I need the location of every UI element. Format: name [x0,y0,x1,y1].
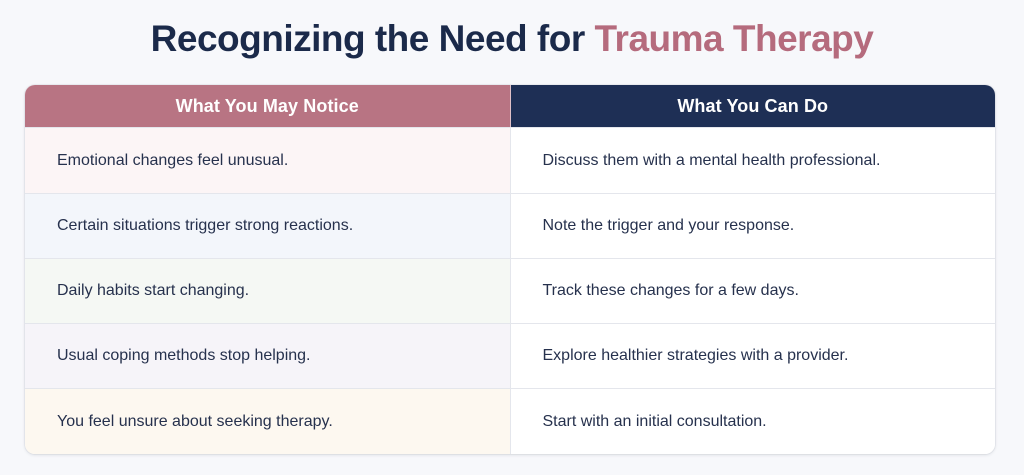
notice-cell: Emotional changes feel unusual. [25,128,511,193]
table-row: Certain situations trigger strong reacti… [25,193,995,258]
action-cell: Start with an initial consultation. [510,389,995,454]
comparison-table: What You May Notice What You Can Do Emot… [25,85,995,454]
notice-cell: Daily habits start changing. [25,259,511,323]
notice-cell: Usual coping methods stop helping. [25,324,511,388]
title-main: Recognizing the Need for [150,18,595,59]
table-row: Emotional changes feel unusual. Discuss … [25,127,995,193]
action-cell: Discuss them with a mental health profes… [510,128,995,193]
action-cell: Explore healthier strategies with a prov… [510,324,995,388]
title-accent: Trauma Therapy [594,18,874,59]
page-title: Recognizing the Need for Trauma Therapy [0,18,1024,60]
action-cell: Track these changes for a few days. [510,259,995,323]
header-what-you-can-do: What You Can Do [510,85,995,127]
table-row: You feel unsure about seeking therapy. S… [25,388,995,454]
notice-cell: You feel unsure about seeking therapy. [25,389,511,454]
action-cell: Note the trigger and your response. [510,194,995,258]
table-header-row: What You May Notice What You Can Do [25,85,995,127]
table-row: Daily habits start changing. Track these… [25,258,995,323]
header-what-you-may-notice: What You May Notice [25,85,511,127]
table-row: Usual coping methods stop helping. Explo… [25,323,995,388]
notice-cell: Certain situations trigger strong reacti… [25,194,511,258]
